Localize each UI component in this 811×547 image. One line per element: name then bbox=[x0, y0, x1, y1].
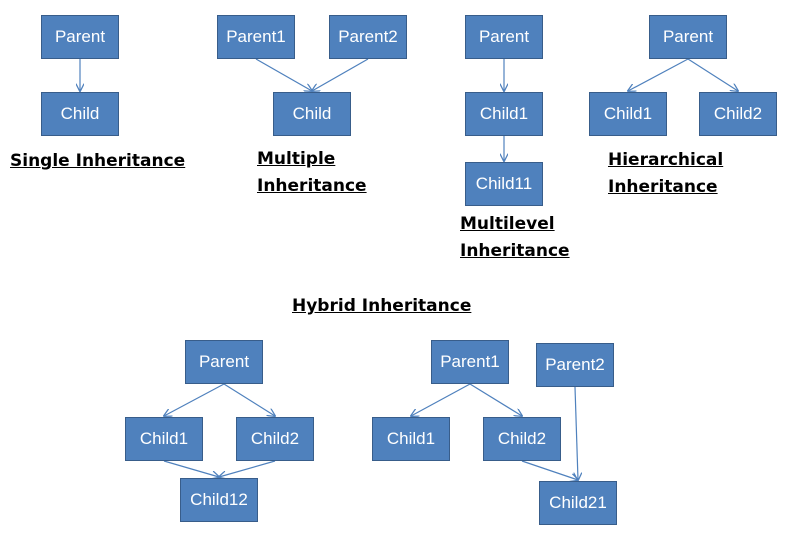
hybrid-b-parent1-box: Parent1 bbox=[431, 340, 509, 384]
hybrid-b-child1-box: Child1 bbox=[372, 417, 450, 461]
caption-hierarchical-inheritance: Hierarchical Inheritance bbox=[608, 147, 723, 201]
caption-multiple-inheritance: Multiple Inheritance bbox=[257, 146, 367, 200]
edge-hybridA_parent-to-hybridA_child1 bbox=[164, 383, 225, 416]
multiple-child-box: Child bbox=[273, 92, 351, 136]
hierarchical-child1-box: Child1 bbox=[589, 92, 667, 136]
edge-hybridB_parent1-to-hybridB_child2 bbox=[469, 383, 522, 416]
hybrid-a-child12-box: Child12 bbox=[180, 478, 258, 522]
hierarchical-parent-box: Parent bbox=[649, 15, 727, 59]
edge-hybridB_parent2-to-hybridB_child21 bbox=[575, 386, 578, 480]
caption-hierarchical-line1: Hierarchical bbox=[608, 150, 724, 170]
caption-multiple-line1: Multiple bbox=[257, 149, 336, 169]
multilevel-parent-box: Parent bbox=[465, 15, 543, 59]
edge-hybridB_child2-to-hybridB_child21 bbox=[521, 460, 578, 480]
hybrid-b-parent2-box: Parent2 bbox=[536, 343, 614, 387]
edge-hier_parent-to-hier_child1 bbox=[628, 58, 689, 91]
multilevel-child1-box: Child1 bbox=[465, 92, 543, 136]
caption-multilevel-line2: Inheritance bbox=[460, 241, 570, 261]
single-parent-box: Parent bbox=[41, 15, 119, 59]
caption-single-line: Single Inheritance bbox=[10, 151, 186, 171]
caption-multilevel-inheritance: Multilevel Inheritance bbox=[460, 211, 570, 265]
caption-single-inheritance: Single Inheritance bbox=[10, 148, 185, 175]
single-child-box: Child bbox=[41, 92, 119, 136]
caption-hybrid-inheritance: Hybrid Inheritance bbox=[292, 293, 471, 320]
edge-hybridA_child2-to-hybridA_child12 bbox=[219, 460, 276, 477]
edge-hybridA_child1-to-hybridA_child12 bbox=[163, 460, 219, 477]
hierarchical-child2-box: Child2 bbox=[699, 92, 777, 136]
multiple-parent2-box: Parent2 bbox=[329, 15, 407, 59]
hybrid-a-child2-box: Child2 bbox=[236, 417, 314, 461]
multilevel-child11-box: Child11 bbox=[465, 162, 543, 206]
caption-multiple-line2: Inheritance bbox=[257, 176, 367, 196]
caption-hybrid-line: Hybrid Inheritance bbox=[292, 296, 472, 316]
edge-multiple_parent2-to-multiple_child bbox=[312, 58, 369, 91]
hybrid-a-parent-box: Parent bbox=[185, 340, 263, 384]
edge-hier_parent-to-hier_child2 bbox=[687, 58, 738, 91]
edge-multiple_parent1-to-multiple_child bbox=[255, 58, 312, 91]
hybrid-a-child1-box: Child1 bbox=[125, 417, 203, 461]
caption-hierarchical-line2: Inheritance bbox=[608, 177, 718, 197]
hybrid-b-child21-box: Child21 bbox=[539, 481, 617, 525]
hybrid-b-child2-box: Child2 bbox=[483, 417, 561, 461]
caption-multilevel-line1: Multilevel bbox=[460, 214, 555, 234]
multiple-parent1-box: Parent1 bbox=[217, 15, 295, 59]
edge-hybridA_parent-to-hybridA_child2 bbox=[223, 383, 275, 416]
edge-hybridB_parent1-to-hybridB_child1 bbox=[411, 383, 471, 416]
